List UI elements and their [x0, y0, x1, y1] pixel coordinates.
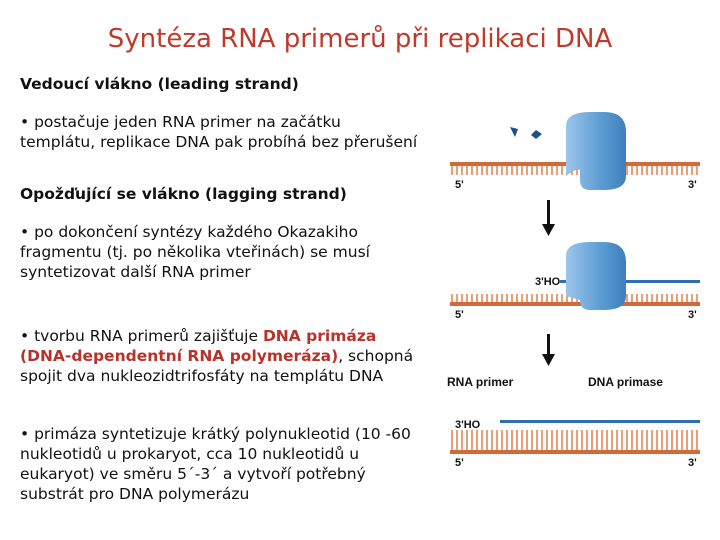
synthesis-bullet: • primáza syntetizuje krátký polynukleot… — [20, 425, 411, 503]
end-label-5-panel1: 5' — [455, 179, 464, 191]
template-strand-2 — [450, 302, 700, 306]
strand-rungs-3 — [450, 430, 700, 450]
end-label-3-panel2: 3' — [688, 309, 697, 321]
rna-primer-label: RNA primer — [447, 375, 514, 389]
primer-end-label-panel3: 3'HO — [455, 419, 481, 431]
lagging-strand-bullet: • po dokončení syntézy každého Okazakiho… — [20, 223, 370, 281]
nucleotide-icon-1 — [510, 127, 518, 137]
strand-rungs-1 — [450, 166, 700, 175]
primase-bullet-start: • tvorbu RNA primerů zajišťuje — [20, 327, 263, 345]
primase-blob-2 — [566, 242, 626, 310]
arrow-down-icon — [542, 200, 555, 236]
primase-bullet: • tvorbu RNA primerů zajišťuje DNA primá… — [20, 326, 420, 386]
arrow-down-icon — [542, 334, 555, 366]
leading-strand-heading: Vedoucí vlákno (leading strand) — [20, 75, 299, 93]
end-label-3-panel1: 3' — [688, 179, 697, 191]
diagram-panel-2: 3'HO 5' 3' — [450, 242, 700, 321]
end-label-5-panel3: 5' — [455, 457, 464, 469]
end-label-3-panel3: 3' — [688, 457, 697, 469]
lagging-strand-heading: Opožďující se vlákno (lagging strand) — [20, 185, 347, 203]
primer-strand-3 — [500, 420, 700, 423]
dna-primase-label: DNA primase — [588, 375, 663, 389]
primase-bullet-end: , schopná spojit dva nukleozidtrifosfáty… — [20, 347, 414, 385]
primer-strand-2 — [560, 280, 700, 283]
primer-end-label-panel2: 3'HO — [535, 276, 561, 288]
diagram-panel-1: 5' 3' — [450, 112, 700, 191]
page-title: Syntéza RNA primerů při replikaci DNA — [107, 24, 613, 54]
diagram-panel-3: RNA primer DNA primase 3'HO 5' 3' — [447, 375, 700, 469]
end-label-5-panel2: 5' — [455, 309, 464, 321]
primase-blob-1 — [566, 112, 626, 190]
leading-strand-bullet: • postačuje jeden RNA primer na začátku … — [20, 113, 418, 151]
template-strand-3 — [450, 450, 700, 454]
primase-highlight: DNA primáza (DNA-dependentní RNA polymer… — [20, 327, 377, 365]
nucleotide-icon-2 — [531, 130, 542, 139]
